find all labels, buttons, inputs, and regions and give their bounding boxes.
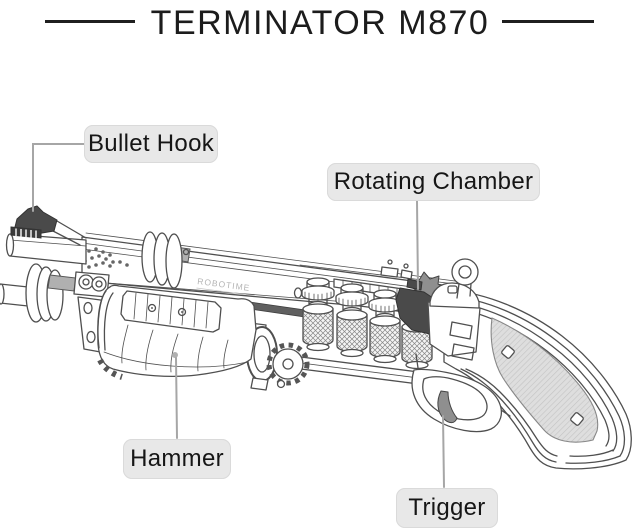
stock (443, 289, 632, 470)
hammer-pointer-dot (172, 352, 178, 358)
leader-rotating-chamber (416, 200, 419, 290)
magazine-cap (0, 263, 110, 323)
label-bullet-hook: Bullet Hook (84, 125, 218, 163)
label-hammer: Hammer (123, 439, 231, 479)
rotating-chamber-drums (299, 259, 456, 370)
label-rotating-chamber: Rotating Chamber (327, 163, 540, 201)
label-trigger: Trigger (396, 488, 498, 528)
pump-forend (97, 284, 310, 391)
leader-hammer (175, 357, 178, 439)
trigger-guard (411, 353, 511, 433)
leader-bullet-hook (32, 143, 85, 212)
front-sight (10, 205, 87, 246)
page-title: TERMINATOR M870 (150, 4, 490, 42)
barrel-muzzle (5, 233, 87, 265)
rear-receiver (427, 258, 481, 361)
barrel-clamp-rings (141, 231, 191, 289)
title-rule-left (45, 20, 135, 23)
gun-art: ROBOTIME (0, 205, 632, 470)
lanyard-ring (451, 258, 479, 299)
stock-grip-panel (490, 317, 599, 443)
leader-lines (32, 143, 445, 488)
leader-trigger (442, 415, 445, 488)
title-rule-right (502, 20, 594, 23)
trigger-blade (437, 390, 458, 424)
